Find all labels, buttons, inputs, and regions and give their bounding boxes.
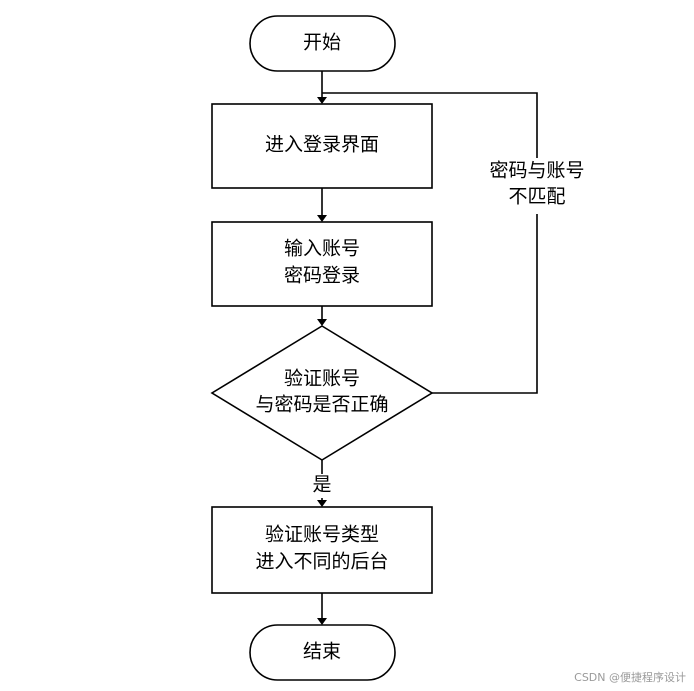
node-end: 结束 — [249, 624, 396, 681]
verify-type-line-1: 验证账号类型 — [265, 523, 379, 545]
node-verify: 验证账号 与密码是否正确 — [210, 325, 434, 461]
edge-mismatch-loop — [322, 92, 538, 394]
start-label: 开始 — [303, 31, 341, 53]
verify-line-1: 验证账号 — [284, 367, 360, 389]
arrowhead — [317, 618, 327, 625]
verify-line-2: 与密码是否正确 — [255, 393, 388, 415]
start-terminator — [249, 15, 396, 72]
input-credentials-line-2: 密码登录 — [284, 264, 360, 286]
edge-label-mismatch: 密码与账号 不匹配 — [476, 158, 598, 214]
label-backing — [310, 474, 334, 498]
verify-type-line-2: 进入不同的后台 — [255, 550, 388, 572]
verify-decision-diamond — [210, 325, 434, 461]
input-credentials-box — [211, 221, 433, 307]
edge-label-yes: 是 — [310, 474, 334, 498]
watermark-text: CSDN @便捷程序设计 — [574, 670, 686, 684]
yes-label: 是 — [312, 474, 331, 495]
enter-login-box — [211, 103, 433, 189]
node-start: 开始 — [249, 15, 396, 72]
enter-login-label: 进入登录界面 — [265, 133, 379, 155]
mismatch-line-2: 不匹配 — [508, 186, 565, 207]
label-backing — [476, 158, 598, 214]
node-enter-login: 进入登录界面 — [211, 103, 433, 189]
end-terminator — [249, 624, 396, 681]
arrowhead — [317, 500, 327, 507]
mismatch-line-1: 密码与账号 — [489, 159, 584, 181]
arrowhead — [317, 97, 327, 104]
arrowhead — [317, 319, 327, 326]
verify-type-box — [211, 506, 433, 594]
connectors — [317, 71, 538, 625]
end-label: 结束 — [303, 640, 341, 662]
node-verify-type: 验证账号类型 进入不同的后台 — [211, 506, 433, 594]
input-credentials-line-1: 输入账号 — [284, 237, 360, 259]
arrowhead — [317, 215, 327, 222]
node-input-credentials: 输入账号 密码登录 — [211, 221, 433, 307]
